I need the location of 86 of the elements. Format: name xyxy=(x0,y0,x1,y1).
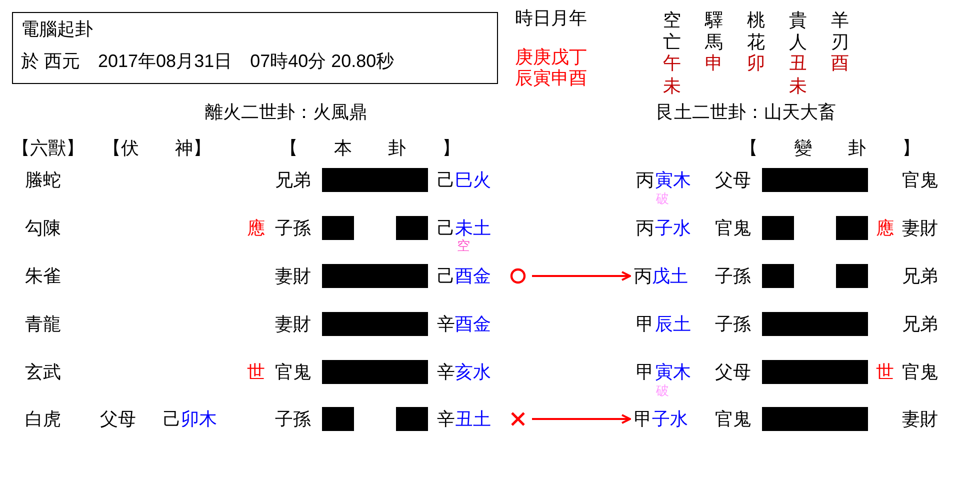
branch-text: 子水 xyxy=(652,409,688,429)
text: 己 xyxy=(437,265,455,287)
text: 己 xyxy=(163,408,181,430)
text: 亥水 xyxy=(455,361,491,383)
text: 子孫 xyxy=(715,313,751,335)
text: 螣蛇 xyxy=(25,169,61,191)
info-box xyxy=(12,12,498,84)
text: 寅木 xyxy=(655,361,691,383)
small-note: 空 xyxy=(457,238,470,253)
text: 玄武 xyxy=(25,361,61,383)
text: 酉 xyxy=(831,52,849,74)
small-note: 破 xyxy=(656,383,669,398)
text: 丑土 xyxy=(455,408,491,430)
text: 午 xyxy=(663,52,681,74)
text: 辰土 xyxy=(655,313,691,335)
text: 辛 xyxy=(437,408,455,430)
text: 兄弟 xyxy=(275,169,311,191)
text: 卯木 xyxy=(181,408,217,430)
text: 官鬼 xyxy=(902,361,938,383)
branch-text: 戊土 xyxy=(652,266,688,286)
text: 父母 xyxy=(715,361,751,383)
stem-text: 甲 xyxy=(634,409,652,429)
text: 丑 xyxy=(789,52,807,74)
text: 官鬼 xyxy=(715,217,751,239)
text: 青龍 xyxy=(25,313,61,335)
text: 官鬼 xyxy=(275,361,311,383)
stem-text: 丙 xyxy=(634,266,652,286)
text: 己 xyxy=(437,169,455,191)
text: 應 xyxy=(247,217,265,239)
text: 妻財 xyxy=(902,217,938,239)
text: 妻財 xyxy=(275,313,311,335)
text: 寅木 xyxy=(655,169,691,191)
text: 官鬼 xyxy=(902,169,938,191)
text: 酉金 xyxy=(455,265,491,287)
text: 丙 xyxy=(636,169,654,191)
date-text: 於 西元 2017年08月31日 07時40分 20.80秒 xyxy=(21,50,394,72)
text: 朱雀 xyxy=(25,265,61,287)
text: 世 xyxy=(247,361,265,383)
text: 辛 xyxy=(437,313,455,335)
text: 子孫 xyxy=(275,408,311,430)
column-heading: 【六獸】 xyxy=(12,137,84,159)
text: 子水 xyxy=(655,217,691,239)
text: 父母 xyxy=(715,169,751,191)
text: 巳火 xyxy=(455,169,491,191)
vertical-label: 貴人 xyxy=(789,9,807,53)
text: 世 xyxy=(876,361,894,383)
text: 庚庚戊丁 xyxy=(515,46,587,68)
circle-mark xyxy=(510,268,526,284)
hexagram-title: 艮土二世卦：山天大畜 xyxy=(656,101,836,123)
arrow xyxy=(532,414,631,424)
text: 酉金 xyxy=(455,313,491,335)
column-heading: 【 變 卦 】 xyxy=(740,137,920,159)
text: 官鬼 xyxy=(715,408,751,430)
vertical-label: 驛馬 xyxy=(705,9,723,53)
text: 時日月年 xyxy=(515,7,587,29)
text: 兄弟 xyxy=(902,313,938,335)
text: 妻財 xyxy=(275,265,311,287)
arrow xyxy=(532,271,631,281)
text: 辰寅申酉 xyxy=(515,67,587,89)
text: 白虎 xyxy=(25,408,61,430)
text: 兄弟 xyxy=(902,265,938,287)
box-heading: 電腦起卦 xyxy=(21,18,93,40)
text: 勾陳 xyxy=(25,217,61,239)
text: 未 xyxy=(663,75,681,97)
text: 應 xyxy=(876,217,894,239)
text: 丙 xyxy=(636,217,654,239)
column-heading: 【伏 神】 xyxy=(103,137,211,159)
cross-mark xyxy=(510,411,526,427)
text: 辛 xyxy=(437,361,455,383)
vertical-label: 空亡 xyxy=(663,9,681,53)
text: 卯 xyxy=(747,52,765,74)
small-note: 破 xyxy=(656,191,669,206)
text: 未土 xyxy=(455,217,491,239)
text: 未 xyxy=(789,75,807,97)
text: 妻財 xyxy=(902,408,938,430)
text: 子孫 xyxy=(715,265,751,287)
text: 子孫 xyxy=(275,217,311,239)
column-heading: 【 本 卦 】 xyxy=(280,137,460,159)
vertical-label: 羊刃 xyxy=(831,9,849,53)
text: 父母 xyxy=(100,408,136,430)
text: 申 xyxy=(705,52,723,74)
text: 己 xyxy=(437,217,455,239)
hexagram-title: 離火二世卦：火風鼎 xyxy=(205,101,367,123)
text: 甲 xyxy=(636,361,654,383)
text: 甲 xyxy=(636,313,654,335)
vertical-label: 桃花 xyxy=(747,9,765,53)
